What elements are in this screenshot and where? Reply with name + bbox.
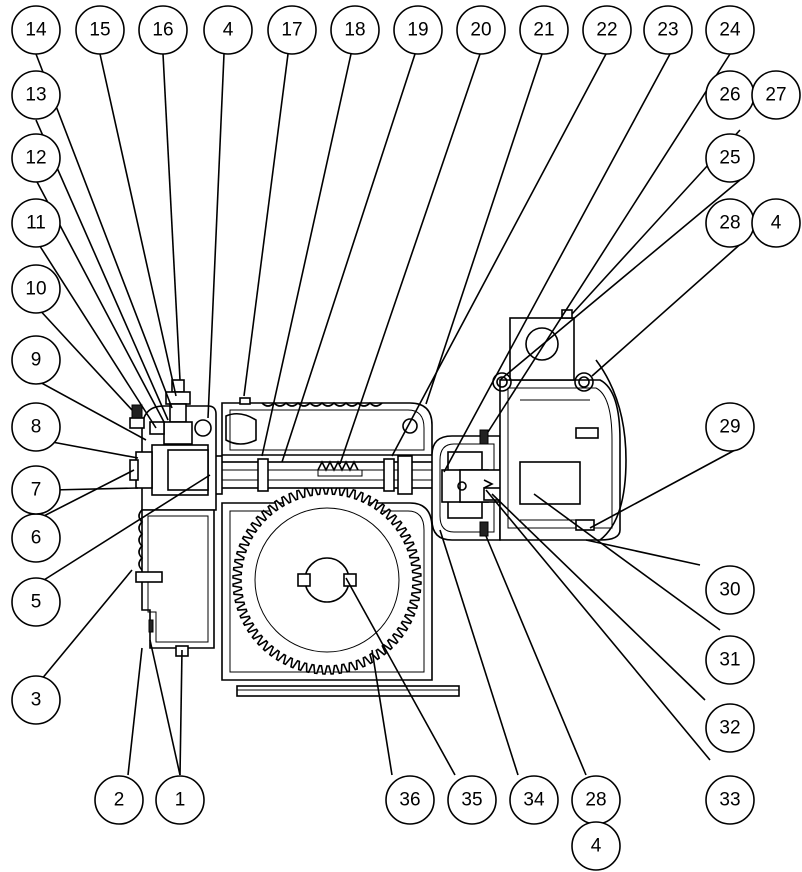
svg-text:8: 8 (31, 417, 42, 438)
callout-16: 16 (138, 5, 188, 55)
worm-shaft (207, 455, 443, 495)
svg-text:9: 9 (31, 350, 42, 371)
callout-6: 6 (11, 513, 61, 563)
svg-text:22: 22 (596, 20, 617, 41)
callout-18: 18 (330, 5, 380, 55)
callout-bubbles: 1 2 3 4 5 6 7 8 9 10 11 12 13 14 15 16 1… (11, 5, 801, 871)
callout-17: 17 (267, 5, 317, 55)
svg-text:5: 5 (31, 592, 42, 613)
svg-text:31: 31 (719, 650, 740, 671)
callout-31: 31 (705, 635, 755, 685)
svg-text:2: 2 (114, 790, 125, 811)
callout-25: 25 (705, 133, 755, 183)
svg-text:15: 15 (89, 20, 110, 41)
callout-4-bottom: 4 (571, 821, 621, 871)
callout-20: 20 (456, 5, 506, 55)
svg-text:24: 24 (719, 20, 741, 41)
svg-text:27: 27 (765, 85, 786, 106)
callout-4-top: 4 (203, 5, 253, 55)
callout-32: 32 (705, 703, 755, 753)
svg-text:29: 29 (719, 417, 740, 438)
svg-text:14: 14 (25, 20, 47, 41)
svg-text:4: 4 (223, 20, 234, 41)
motor (492, 309, 627, 541)
callout-13: 13 (11, 70, 61, 120)
svg-text:21: 21 (533, 20, 554, 41)
callout-27: 27 (751, 70, 801, 120)
svg-text:32: 32 (719, 718, 740, 739)
svg-text:36: 36 (399, 790, 420, 811)
callout-34: 34 (509, 775, 559, 825)
callout-22: 22 (582, 5, 632, 55)
callout-15: 15 (75, 5, 125, 55)
svg-text:10: 10 (25, 279, 46, 300)
callout-23: 23 (643, 5, 693, 55)
callout-10: 10 (11, 264, 61, 314)
svg-text:25: 25 (719, 148, 740, 169)
callout-26: 26 (705, 70, 755, 120)
left-end-assembly (129, 379, 217, 511)
svg-text:19: 19 (407, 20, 428, 41)
callout-14: 14 (11, 5, 61, 55)
callout-3: 3 (11, 675, 61, 725)
svg-text:3: 3 (31, 690, 42, 711)
callout-5: 5 (11, 577, 61, 627)
svg-text:30: 30 (719, 580, 740, 601)
callout-19: 19 (393, 5, 443, 55)
svg-text:4: 4 (771, 213, 782, 234)
svg-text:17: 17 (281, 20, 302, 41)
callout-36: 36 (385, 775, 435, 825)
svg-text:16: 16 (152, 20, 173, 41)
assembly-drawing (129, 309, 627, 697)
base-plate (236, 685, 460, 697)
callout-24: 24 (705, 5, 755, 55)
svg-text:1: 1 (175, 790, 186, 811)
svg-text:4: 4 (591, 836, 602, 857)
callout-2: 2 (94, 775, 144, 825)
callout-1: 1 (155, 775, 205, 825)
svg-text:35: 35 (461, 790, 482, 811)
gear-key-1 (297, 573, 311, 587)
svg-text:12: 12 (25, 148, 46, 169)
callout-33: 33 (705, 775, 755, 825)
svg-text:11: 11 (26, 213, 46, 234)
callout-9: 9 (11, 335, 61, 385)
svg-text:23: 23 (657, 20, 678, 41)
left-bracket (135, 509, 215, 657)
svg-text:28: 28 (585, 790, 606, 811)
svg-text:28: 28 (719, 213, 740, 234)
callout-28-bottom: 28 (571, 775, 621, 825)
callout-30: 30 (705, 565, 755, 615)
gear-hub (304, 557, 350, 603)
callout-21: 21 (519, 5, 569, 55)
svg-text:6: 6 (31, 528, 42, 549)
svg-text:13: 13 (25, 85, 46, 106)
leader-lines (35, 53, 746, 776)
svg-text:34: 34 (523, 790, 545, 811)
svg-text:18: 18 (344, 20, 365, 41)
callout-29: 29 (705, 402, 755, 452)
callout-11: 11 (11, 198, 61, 248)
worm-housing (221, 397, 433, 456)
callout-12: 12 (11, 133, 61, 183)
svg-text:33: 33 (719, 790, 740, 811)
svg-text:7: 7 (31, 480, 42, 501)
callout-7: 7 (11, 465, 61, 515)
svg-text:20: 20 (470, 20, 491, 41)
callout-28-right: 28 (705, 198, 755, 248)
callout-4-right: 4 (751, 198, 801, 248)
svg-text:26: 26 (719, 85, 740, 106)
gear-inner-ring (254, 507, 400, 653)
callout-35: 35 (447, 775, 497, 825)
callout-8: 8 (11, 402, 61, 452)
